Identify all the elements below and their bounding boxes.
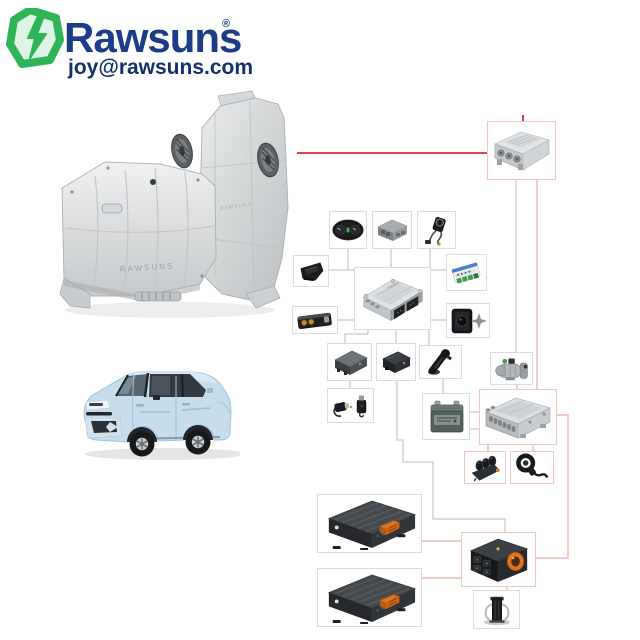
- component-box-dcdc-module: [372, 211, 412, 249]
- component-box-battery-pack-2: [317, 568, 422, 627]
- component-box-motor-controller: [487, 121, 556, 180]
- power-distribution-unit-image: [484, 397, 552, 439]
- motor-emboss-text-side: RAWSUNS: [219, 202, 252, 212]
- motor-assembly-image: RAWSUNS RAWSUNS: [59, 90, 289, 318]
- component-box-gear-shifter: [419, 345, 462, 379]
- component-box-dcdc-converter: [327, 343, 372, 381]
- gray-lines: [328, 180, 517, 532]
- battery-pack-1-image: [327, 500, 416, 550]
- ev-car-image: [83, 371, 240, 460]
- component-box-battery-pack-1: [317, 494, 422, 553]
- motor-controller-image: [493, 131, 550, 171]
- 12v-battery-image: [430, 400, 464, 432]
- component-box-cable-connectors: [327, 388, 374, 423]
- component-box-vehicle-control-unit: [354, 267, 431, 330]
- motor-port-right: [257, 142, 279, 178]
- component-box-battery-distribution-unit: [461, 532, 536, 587]
- battery-distribution-unit-image: [469, 538, 528, 582]
- coolant-pump-image: [494, 358, 528, 381]
- component-box-on-board-charger: [376, 343, 416, 381]
- brand-name: Rawsuns: [64, 14, 242, 61]
- obd-connector-image: [300, 261, 323, 281]
- battery-pack-2-image: [327, 574, 416, 624]
- rear-wheel: [183, 425, 213, 455]
- trademark-symbol: ®: [222, 18, 231, 30]
- component-box-gps-box: [292, 306, 338, 334]
- accelerator-pedal-image: [471, 455, 500, 482]
- red-lines: [297, 115, 524, 154]
- component-box-coolant-pump: [490, 352, 533, 385]
- gear-shifter-image: [427, 349, 452, 375]
- component-box-accelerator-pedal: [464, 451, 506, 484]
- front-wheel: [127, 427, 157, 457]
- motor-emboss-text: RAWSUNS: [120, 261, 175, 274]
- vehicle-control-unit-image: [362, 278, 423, 321]
- component-box-dc-contactor: [473, 590, 520, 629]
- rawsuns-logo-icon: [6, 8, 64, 68]
- component-box-camera-module: [446, 303, 490, 338]
- component-box-ignition-switch: [417, 211, 456, 249]
- component-box-instrument-cluster: [329, 211, 367, 249]
- component-box-12v-battery: [422, 393, 470, 440]
- pink-lines: [422, 180, 569, 590]
- component-box-charging-socket: [510, 451, 554, 484]
- cable-connectors-image: [332, 395, 366, 417]
- dcdc-module-image: [377, 219, 408, 241]
- component-box-io-terminal-module: [446, 254, 487, 291]
- contact-email: joy@rawsuns.com: [68, 56, 254, 79]
- on-board-charger-image: [382, 351, 411, 373]
- component-box-obd-connector: [293, 255, 329, 287]
- io-terminal-module-image: [451, 262, 481, 284]
- camera-module-image: [451, 308, 487, 333]
- dcdc-converter-image: [333, 350, 368, 375]
- charging-socket-image: [516, 453, 549, 479]
- instrument-cluster-image: [332, 219, 364, 241]
- dc-contactor-image: [483, 596, 510, 625]
- motor-port-left: [171, 133, 193, 169]
- gps-box-image: [297, 312, 332, 329]
- component-box-power-distribution-unit: [479, 389, 557, 445]
- ignition-switch-image: [424, 217, 446, 246]
